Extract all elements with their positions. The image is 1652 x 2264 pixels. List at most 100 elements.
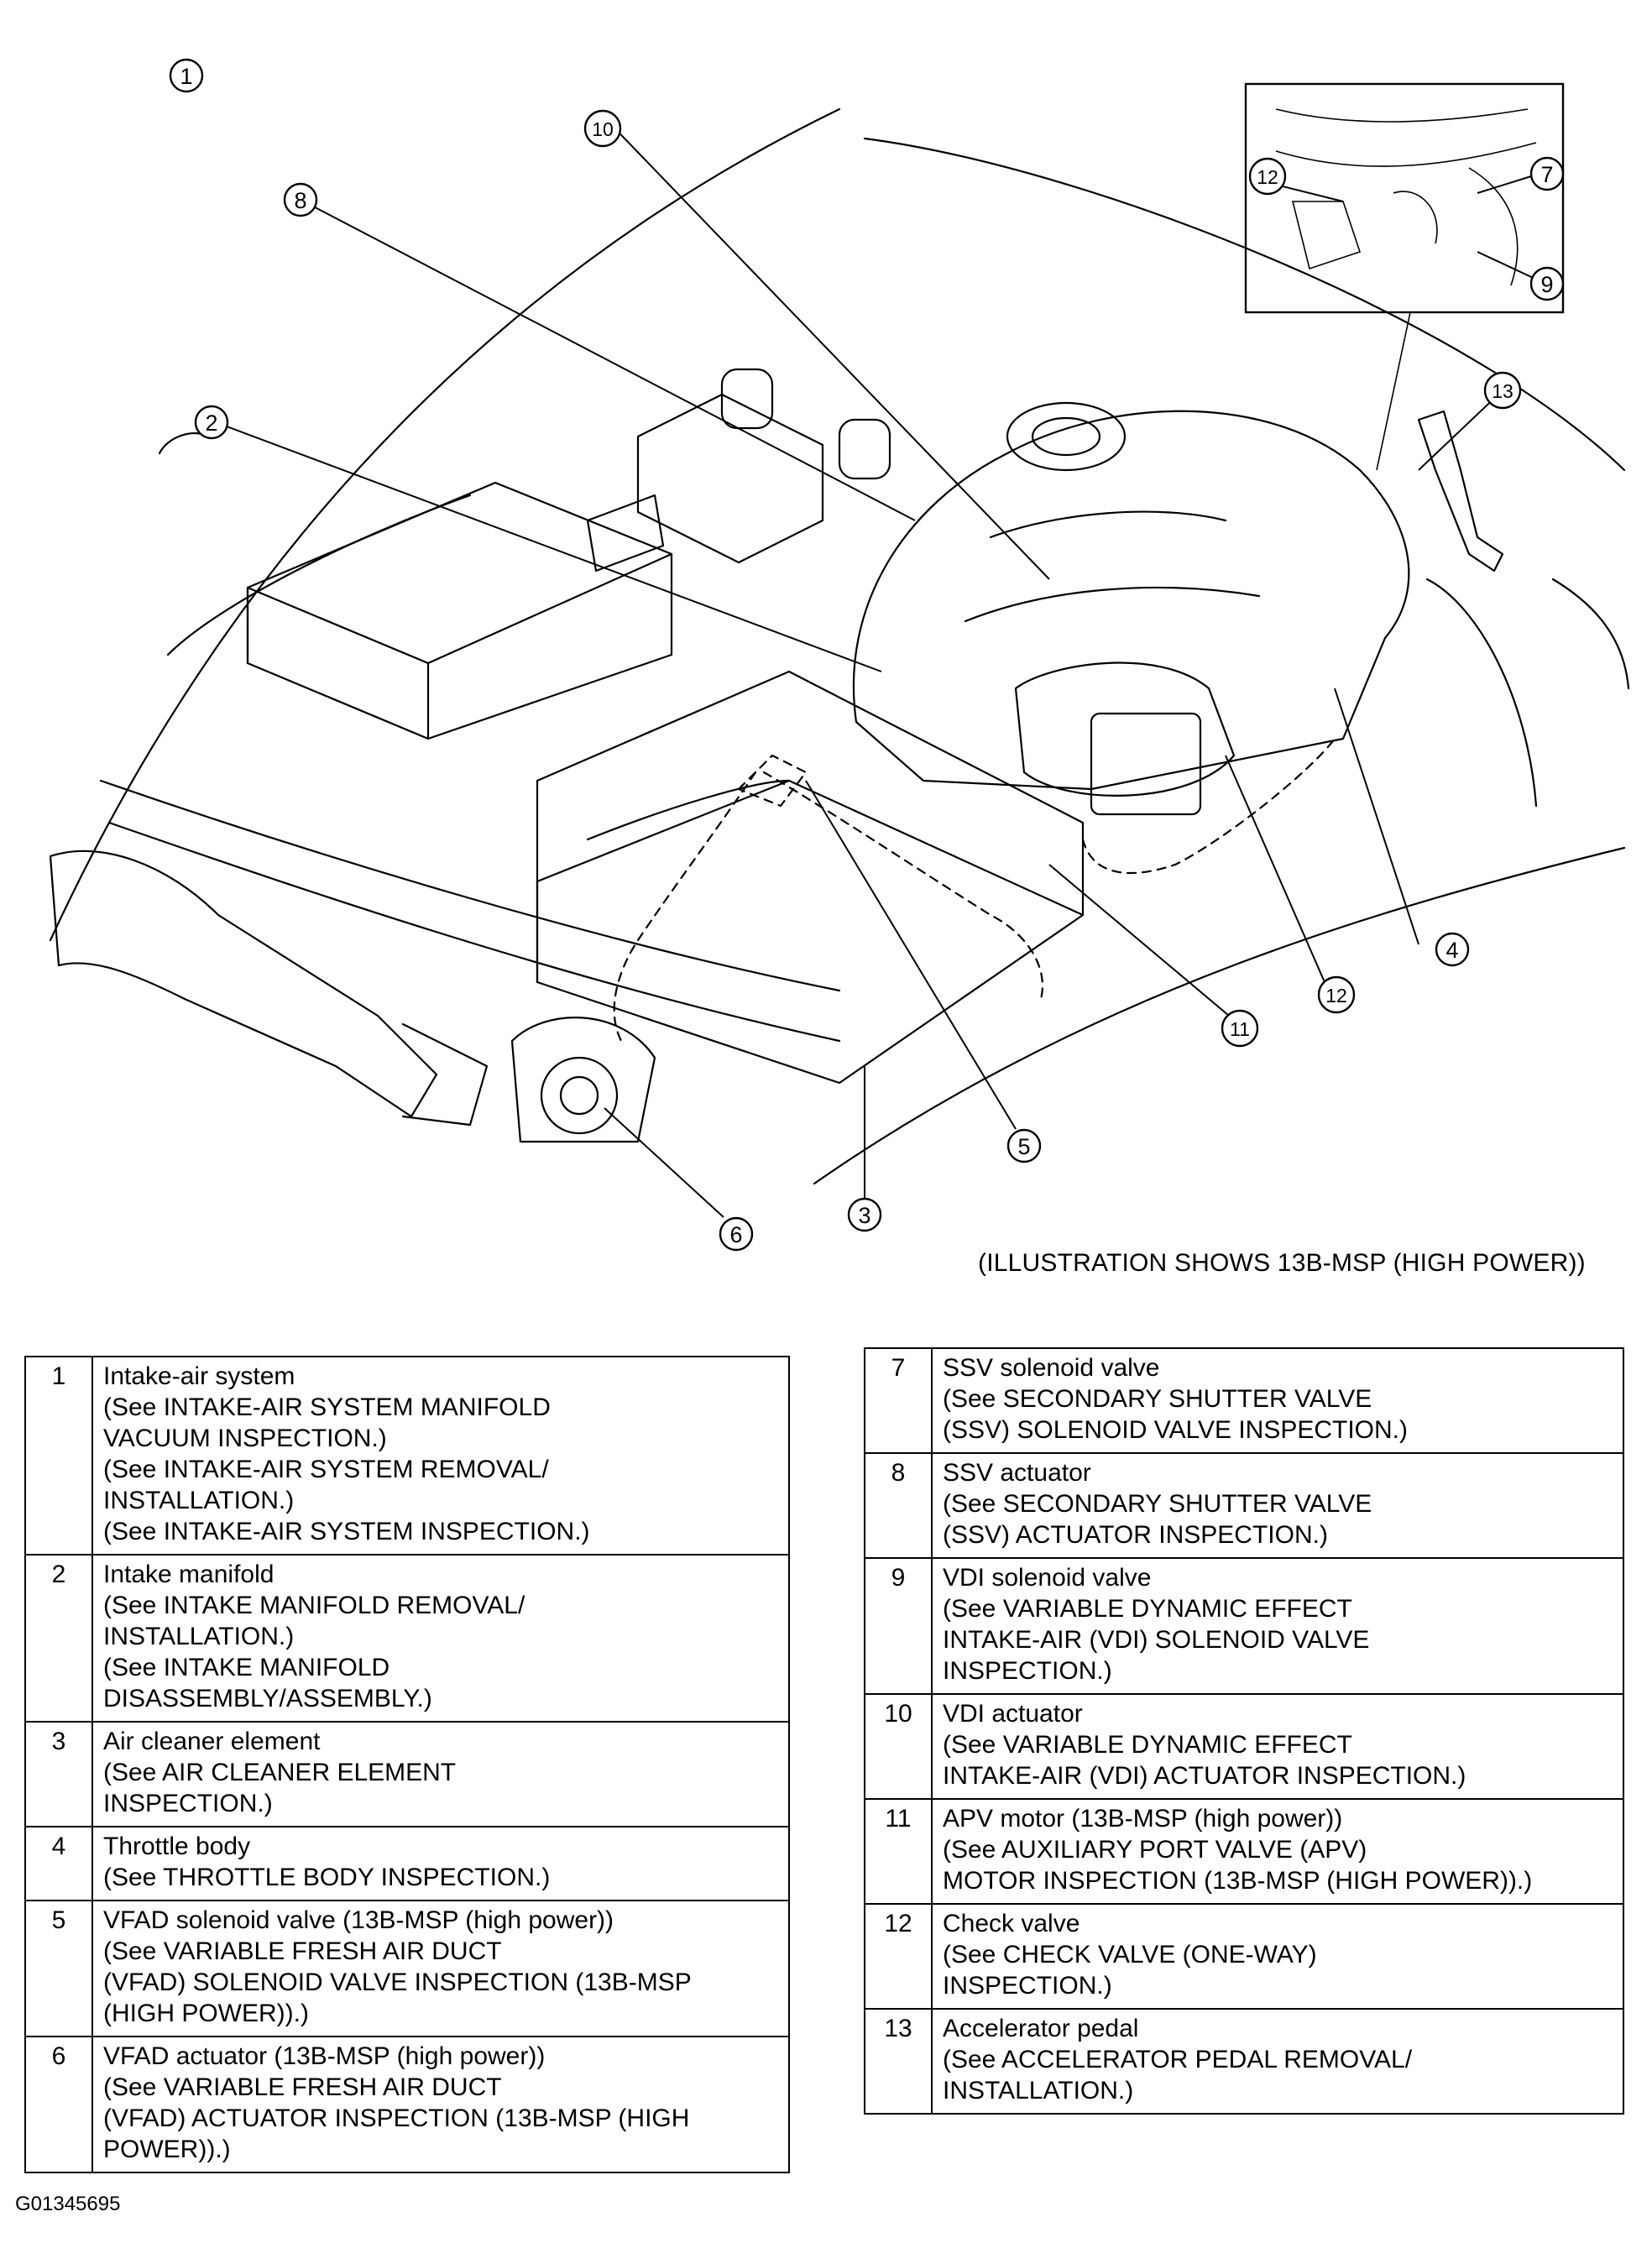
legend-item-description: Air cleaner element(See AIR CLEANER ELEM… [91,1721,790,1827]
legend-table-right: 7 SSV solenoid valve (See SECONDARY SHUTTE… [864,1347,1624,2115]
legend-item-title: Check valve [943,1910,1080,1937]
legend-item-reference: MOTOR INSPECTION (13B-MSP (HIGH POWER)).… [943,1867,1533,1895]
vfad-actuator [540,1056,619,1135]
legend-item-reference: (See INTAKE-AIR SYSTEM INSPECTION.) [103,1518,590,1545]
legend-item-reference: DISASSEMBLY/ASSEMBLY.) [103,1685,432,1712]
legend-item-reference: (See SECONDARY SHUTTER VALVE [943,1490,1372,1518]
legend-item-reference: (See VARIABLE FRESH AIR DUCT [103,2073,502,2101]
legend-item-reference: (See AIR CLEANER ELEMENT [103,1759,457,1786]
legend-item-description: VFAD solenoid valve (13B-MSP (high power… [91,1900,790,2037]
throttle-body [1014,661,1236,797]
legend-item-number: 12 [864,1903,933,2010]
legend-item-title: VFAD actuator (13B-MSP (high power)) [103,2042,546,2070]
legend-item-title: Throttle body [103,1833,251,1860]
legend-row: 8 SSV actuator (See SECONDARY SHUTTER VALV… [864,1452,1624,1559]
svg-text:5: 5 [1017,1134,1030,1159]
figure-id: G01345695 [15,2193,121,2215]
legend-item-reference: (See AUXILIARY PORT VALVE (APV) [943,1836,1367,1864]
callout-12: 12 [1317,975,1356,1014]
legend-item-number: 11 [864,1798,933,1905]
legend-item-title: VDI solenoid valve [943,1564,1152,1592]
fender-outline [863,137,1626,472]
svg-text:1: 1 [180,64,192,89]
legend-item-number: 10 [864,1693,933,1800]
svg-text:12: 12 [1325,985,1347,1007]
svg-text:4: 4 [1446,938,1458,963]
intake-manifold [852,410,1410,791]
callout-6: 6 [719,1216,754,1252]
legend-item-reference: INTAKE-AIR (VDI) ACTUATOR INSPECTION.) [943,1762,1466,1790]
legend-item-number: 7 [864,1347,933,1454]
svg-text:8: 8 [294,188,306,213]
legend-row: 13 Accelerator pedal (See ACCELERATOR PEDA… [864,2008,1624,2115]
legend-item-title: Intake-air system [103,1362,295,1390]
battery-box [246,481,673,740]
legend-item-reference: (See INTAKE-AIR SYSTEM MANIFOLD [103,1393,551,1421]
callout-2: 2 [194,405,229,440]
legend-item-title: SSV actuator [943,1459,1091,1487]
svg-text:12: 12 [1257,166,1278,188]
legend-item-reference: INSPECTION.) [943,1657,1112,1685]
legend-item-reference: (See SECONDARY SHUTTER VALVE [943,1385,1372,1413]
callout-11: 11 [1221,1009,1259,1048]
legend-item-description: VDI solenoid valve(See VARIABLE DYNAMIC … [931,1557,1624,1695]
legend-item-reference: (HIGH POWER)).) [103,2000,309,2027]
legend-item-reference: (See VARIABLE DYNAMIC EFFECT [943,1731,1352,1759]
illustration-caption: (ILLUSTRATION SHOWS 13B-MSP (HIGH POWER)… [978,1249,1586,1277]
legend-item-reference: INSPECTION.) [103,1790,273,1817]
legend-item-reference: INSTALLATION.) [103,1487,295,1514]
svg-text:3: 3 [858,1203,870,1228]
legend-item-number: 8 [864,1452,933,1559]
ssv-actuator [636,393,824,564]
legend-row: 11 APV motor (13B-MSP (high power)) (See A… [864,1798,1624,1905]
legend-item-reference: (See INTAKE MANIFOLD [103,1654,390,1681]
legend-item-description: Check valve(See CHECK VALVE (ONE-WAY)INS… [931,1903,1624,2010]
legend-item-title: VFAD solenoid valve (13B-MSP (high power… [103,1906,614,1934]
legend-item-title: Accelerator pedal [943,2015,1139,2042]
svg-text:9: 9 [1540,272,1553,297]
legend-item-reference: (See ACCELERATOR PEDAL REMOVAL/ [943,2046,1413,2073]
svg-text:2: 2 [205,410,217,436]
legend-item-description: Intake manifold(See INTAKE MANIFOLD REMO… [91,1554,790,1723]
callout-12-inset: 12 [1248,157,1287,196]
svg-text:6: 6 [729,1222,742,1247]
legend-item-reference: INSPECTION.) [943,1972,1112,2000]
legend-item-reference: (SSV) SOLENOID VALVE INSPECTION.) [943,1416,1409,1444]
callout-7: 7 [1529,156,1565,191]
legend-table-left: 1 Intake-air system (See INTAKE-AIR SYSTEM… [24,1356,790,2173]
legend-item-number: 6 [24,2036,93,2173]
legend-item-reference: (See INTAKE-AIR SYSTEM REMOVAL/ [103,1456,549,1483]
legend-item-title: APV motor (13B-MSP (high power)) [943,1805,1343,1833]
accelerator-pedal [1417,410,1504,573]
legend-row: 5 VFAD solenoid valve (13B-MSP (high powe… [24,1900,790,2037]
legend-item-reference: (VFAD) ACTUATOR INSPECTION (13B-MSP (HIG… [103,2105,690,2132]
legend-row: 1 Intake-air system (See INTAKE-AIR SYSTEM… [24,1356,790,1556]
callout-3: 3 [847,1197,882,1232]
legend-item-number: 9 [864,1557,933,1695]
detail-inset [1244,82,1565,471]
callout-9: 9 [1529,266,1565,301]
callout-13: 13 [1483,371,1522,410]
legend-item-number: 5 [24,1900,93,2037]
legend-item-title: VDI actuator [943,1700,1083,1728]
legend-item-number: 4 [24,1826,93,1901]
callout-1: 1 [169,58,204,93]
legend-item-reference: INSTALLATION.) [103,1623,295,1650]
legend-item-reference: (See VARIABLE FRESH AIR DUCT [103,1937,502,1965]
legend-item-description: APV motor (13B-MSP (high power)) (See AUX… [931,1798,1624,1905]
svg-text:7: 7 [1540,162,1553,187]
legend-item-number: 1 [24,1356,93,1556]
legend-item-description: Accelerator pedal (See ACCELERATOR PEDAL … [931,2008,1624,2115]
svg-text:13: 13 [1492,380,1513,402]
legend-item-title: SSV solenoid valve [943,1354,1160,1382]
legend-item-number: 13 [864,2008,933,2115]
legend-item-reference: (SSV) ACTUATOR INSPECTION.) [943,1521,1328,1549]
legend-item-number: 3 [24,1721,93,1827]
callout-5: 5 [1006,1128,1042,1163]
legend-item-description: SSV actuator (See SECONDARY SHUTTER VALVE… [931,1452,1624,1559]
legend-item-description: Throttle body(See THROTTLE BODY INSPECTI… [91,1826,790,1901]
